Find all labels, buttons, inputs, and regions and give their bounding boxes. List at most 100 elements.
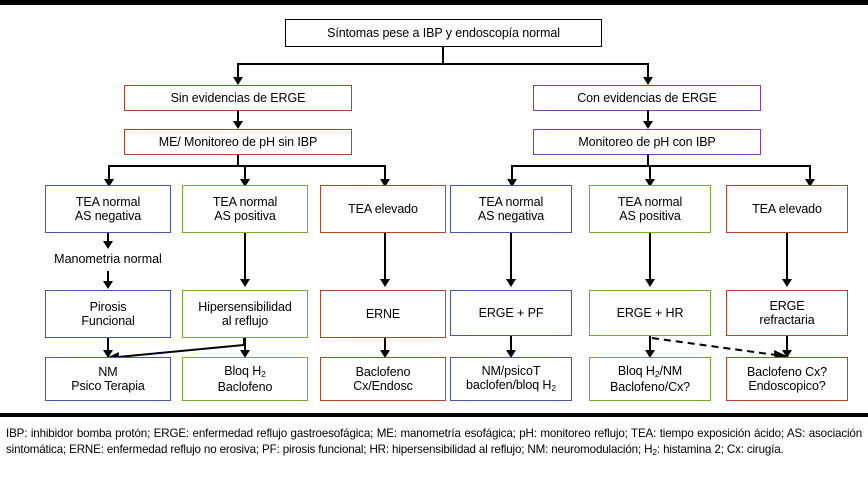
node-left-c2-treatment: Bloq H2 Baclofeno — [182, 357, 308, 401]
right-c2-diagnosis-down — [649, 336, 651, 352]
node-left-c1-treatment-line2: Psico Terapia — [71, 379, 145, 393]
arrow-right-c3 — [805, 179, 815, 187]
node-left-c1-diagnosis: Pirosis Funcional — [45, 290, 171, 338]
node-right-c1-result-line2: AS negativa — [477, 209, 545, 223]
left-c2-result-down — [244, 233, 246, 281]
arrow-right-c1-to-treatment — [506, 350, 516, 358]
right-c3-diagnosis-down — [786, 336, 788, 352]
node-right-c2-result-line1: TEA normal — [617, 195, 683, 209]
arrow-right-c1-to-diagnosis — [506, 279, 516, 287]
arrow-left-c1 — [104, 179, 114, 187]
right-c3-result-down — [786, 233, 788, 281]
left-fork-drop-c2 — [244, 165, 246, 181]
legend-line-1: IBP: inhibidor bomba protón; ERGE: enfer… — [6, 427, 751, 440]
node-right-c3-treatment-line2: Endoscopico? — [748, 379, 826, 393]
node-right-c2-result-line2: AS positiva — [619, 209, 681, 223]
left-c3-diagnosis-down — [384, 338, 386, 352]
node-right-c3-diagnosis-line2: refractaria — [759, 313, 815, 327]
arrow-to-right-header — [643, 77, 653, 85]
node-left-c1-diagnosis-line2: Funcional — [81, 314, 135, 328]
node-right-c3-result: TEA elevado — [726, 185, 848, 233]
node-left-c3-treatment-line2: Cx/Endosc — [353, 379, 413, 393]
arrow-left-header-to-test — [233, 121, 243, 129]
arrow-right-c1 — [507, 179, 517, 187]
left-c1-result-down-a — [107, 233, 109, 243]
arrow-to-left-header — [233, 77, 243, 85]
fork-top-horizontal — [237, 63, 649, 65]
node-title-label: Síntomas pese a IBP y endoscopía normal — [327, 26, 560, 40]
left-fork-drop-c3 — [384, 165, 386, 181]
node-right-c2-treatment-line2: Baclofeno/Cx? — [610, 379, 690, 394]
arrow-right-header-to-test — [643, 121, 653, 129]
left-test-trunk-down — [237, 155, 239, 167]
left-fork-horizontal — [108, 165, 386, 167]
node-left-header-label: Sin evidencias de ERGE — [170, 91, 306, 105]
node-right-c3-diagnosis: ERGE refractaria — [726, 290, 848, 336]
node-left-c1-result: TEA normal AS negativa — [45, 185, 171, 233]
node-right-header: Con evidencias de ERGE — [533, 85, 761, 111]
node-left-c3-diagnosis-line1: ERNE — [365, 307, 401, 321]
arrow-left-c1-to-label — [103, 241, 113, 249]
fork-top-left-drop — [237, 63, 239, 79]
arrow-left-c3-to-diagnosis — [380, 279, 390, 287]
left-header-to-test-line — [237, 111, 239, 123]
node-left-test-label: ME/ Monitoreo de pH sin IBP — [158, 135, 318, 149]
top-rule — [0, 0, 868, 5]
node-right-header-label: Con evidencias de ERGE — [577, 91, 717, 105]
legend-h2-subscript: 2 — [652, 447, 657, 458]
node-left-c3-result-line1: TEA elevado — [348, 202, 418, 216]
node-right-c2-treatment-line1: Bloq H2/NM — [617, 364, 683, 380]
legend-line-2: ácido; AS: asociación sintomática; ERNE:… — [6, 427, 862, 457]
node-left-c3-diagnosis: ERNE — [320, 290, 446, 338]
arrow-left-c1-to-diagnosis — [103, 281, 113, 289]
arrow-right-c2-to-treatment — [645, 350, 655, 358]
node-left-c2-diagnosis-line2: al reflujo — [221, 314, 269, 328]
node-right-c1-result-line1: TEA normal — [478, 195, 544, 209]
right-c1-diagnosis-down — [510, 336, 512, 352]
node-right-c3-result-line1: TEA elevado — [752, 202, 822, 216]
right-header-to-test-line — [647, 111, 649, 123]
node-right-c1-treatment-line2: baclofen/bloq H2 — [465, 378, 556, 394]
bottom-rule — [0, 413, 868, 417]
arrow-right-c3-to-diagnosis — [782, 279, 792, 287]
arrow-left-c2 — [240, 179, 250, 187]
right-c1-result-down — [510, 233, 512, 281]
node-right-c2-diagnosis: ERGE + HR — [589, 290, 711, 336]
label-manometria-normal: Manometria normal — [54, 252, 162, 266]
left-c2-diagnosis-down — [244, 338, 246, 352]
arrow-right-c2 — [645, 179, 655, 187]
node-left-c3-treatment: Baclofeno Cx/Endosc — [320, 357, 446, 401]
node-left-c1-treatment: NM Psico Terapia — [45, 357, 171, 401]
node-left-c2-result: TEA normal AS positiva — [182, 185, 308, 233]
node-left-test: ME/ Monitoreo de pH sin IBP — [124, 129, 352, 155]
node-right-c1-treatment-line1: NM/psicoT — [481, 364, 541, 379]
node-left-c1-diagnosis-line1: Pirosis — [89, 300, 127, 314]
node-right-c1-diagnosis-line1: ERGE + PF — [478, 306, 544, 320]
right-fork-horizontal — [511, 165, 811, 167]
node-right-test-label: Monitoreo de pH con IBP — [578, 135, 716, 149]
node-left-c1-result-line2: AS negativa — [74, 209, 142, 223]
arrow-left-c3 — [380, 179, 390, 187]
node-left-c2-diagnosis: Hipersensibilidad al reflujo — [182, 290, 308, 338]
flowchart-canvas: Síntomas pese a IBP y endoscopía normal … — [0, 5, 868, 413]
node-left-c2-treatment-line1: Bloq H2 — [224, 364, 266, 380]
right-fork-drop-c1 — [511, 165, 513, 181]
left-c3-result-down — [384, 233, 386, 281]
right-fork-drop-c3 — [809, 165, 811, 181]
fork-top-right-drop — [647, 63, 649, 79]
legend-line-3: H2: histamina 2; Cx: cirugía. — [644, 443, 784, 458]
node-right-c1-treatment: NM/psicoT baclofen/bloq H2 — [450, 357, 572, 401]
node-title: Síntomas pese a IBP y endoscopía normal — [285, 19, 602, 47]
node-right-test: Monitoreo de pH con IBP — [533, 129, 761, 155]
node-right-c3-treatment: Baclofeno Cx? Endoscopico? — [726, 357, 848, 401]
arrow-left-c2-to-diagnosis — [240, 279, 250, 287]
node-left-c3-treatment-line1: Baclofeno — [355, 365, 411, 379]
node-left-c1-treatment-line1: NM — [98, 365, 118, 379]
node-right-c2-diagnosis-line1: ERGE + HR — [616, 306, 684, 320]
node-right-c1-diagnosis: ERGE + PF — [450, 290, 572, 336]
node-right-c1-result: TEA normal AS negativa — [450, 185, 572, 233]
left-c1-label-down — [107, 271, 109, 283]
node-left-c2-treatment-line2: Baclofeno — [217, 379, 273, 394]
left-c1-diagnosis-down — [107, 338, 109, 352]
